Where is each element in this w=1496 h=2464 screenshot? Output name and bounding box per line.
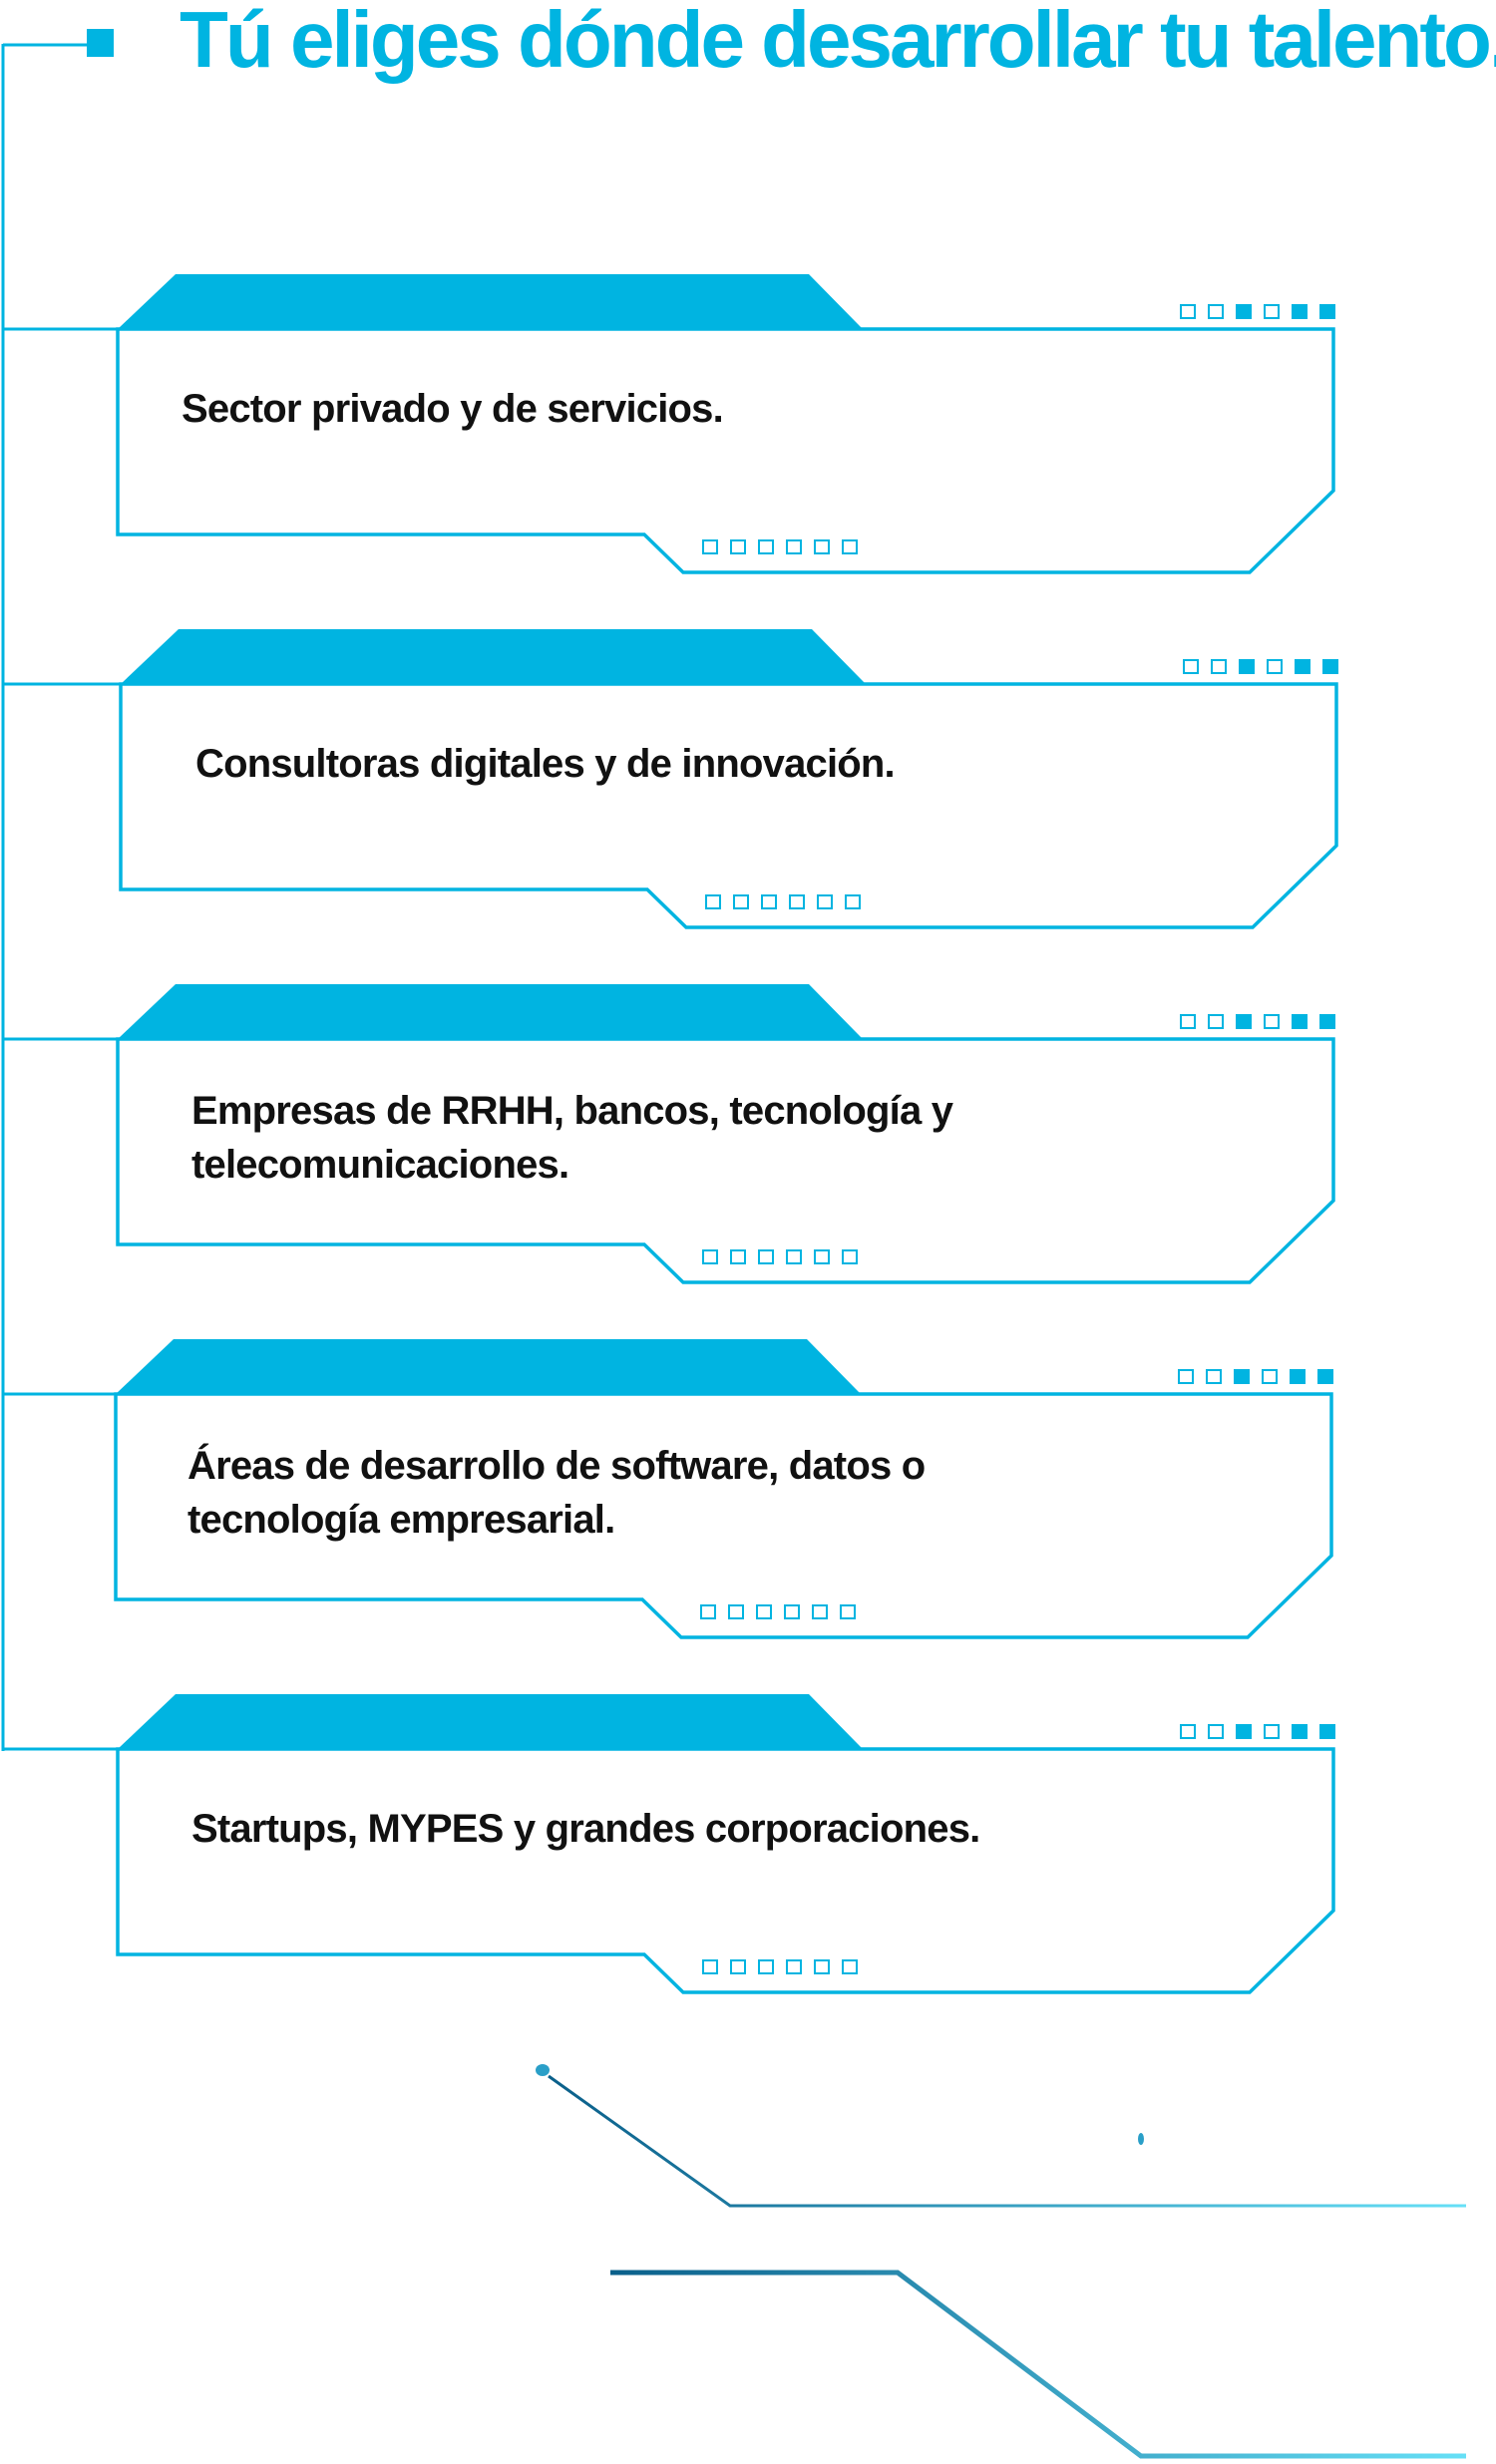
card-frame [3, 1694, 1335, 1994]
indicator-square [1239, 659, 1255, 674]
card-outline [116, 327, 1335, 574]
title-marker-square [87, 29, 114, 57]
indicator-square [1295, 659, 1310, 674]
indicator-square [812, 1604, 828, 1619]
indicator-square [1234, 1369, 1250, 1384]
indicator-square [842, 1249, 858, 1264]
indicator-square [1178, 1369, 1194, 1384]
indicator-square [730, 1249, 746, 1264]
indicator-square [1208, 304, 1224, 319]
indicator-square [1292, 1724, 1308, 1739]
card-outline [116, 1747, 1335, 1994]
indicator-square [756, 1604, 772, 1619]
indicator-square [1208, 1724, 1224, 1739]
circuit-node-icon [536, 2064, 550, 2076]
indicator-square [814, 539, 830, 554]
indicator-square [1319, 1724, 1335, 1739]
indicator-square [733, 894, 749, 909]
indicator-square [1211, 659, 1227, 674]
indicator-square [817, 894, 833, 909]
indicator-square [1206, 1369, 1222, 1384]
card-outline [116, 1037, 1335, 1284]
indicator-square [1183, 659, 1199, 674]
indicator-square [1264, 304, 1280, 319]
card-frame [3, 629, 1338, 929]
indicator-square [1236, 1014, 1252, 1029]
indicator-square [786, 539, 802, 554]
indicator-square [1180, 1014, 1196, 1029]
card-tab [116, 1339, 861, 1394]
card-text: Consultoras digitales y de innovación. [195, 742, 896, 786]
indicator-square [1292, 304, 1308, 319]
indicator-square [702, 1249, 718, 1264]
card-text: Áreas de desarrollo de software, datos o… [187, 1444, 926, 1542]
indicator-square [1267, 659, 1283, 674]
indicator-square [1322, 659, 1338, 674]
indicator-square [786, 1249, 802, 1264]
card-frame [3, 274, 1335, 574]
indicator-square [758, 1959, 774, 1974]
indicator-square [1208, 1014, 1224, 1029]
indicator-square [702, 539, 718, 554]
indicator-square [728, 1604, 744, 1619]
indicator-square [1264, 1014, 1280, 1029]
circuit-node-icon [1138, 2133, 1144, 2145]
card-outline [119, 682, 1338, 929]
indicator-square [761, 894, 777, 909]
circuit-lines [536, 2064, 1466, 2459]
page-title: Tú eliges dónde desarrollar tu talento. [180, 0, 1496, 84]
indicator-square [1319, 1014, 1335, 1029]
indicator-square [1236, 1724, 1252, 1739]
card-frame [3, 984, 1335, 1284]
indicator-square [784, 1604, 800, 1619]
card-tab [118, 1694, 863, 1749]
indicator-square [814, 1249, 830, 1264]
indicator-square [1262, 1369, 1278, 1384]
indicator-square [1236, 304, 1252, 319]
indicator-square [1290, 1369, 1306, 1384]
indicator-square [814, 1959, 830, 1974]
card-tab [118, 274, 863, 329]
card-outline [114, 1392, 1333, 1639]
indicator-square [705, 894, 721, 909]
indicator-square [789, 894, 805, 909]
indicator-square [702, 1959, 718, 1974]
indicator-square [1317, 1369, 1333, 1384]
indicator-square [1180, 1724, 1196, 1739]
indicator-square [842, 1959, 858, 1974]
indicator-square [845, 894, 861, 909]
card-text: Startups, MYPES y grandes corporaciones. [191, 1807, 980, 1851]
card-tab [121, 629, 866, 684]
indicator-square [730, 1959, 746, 1974]
card-text: Empresas de RRHH, bancos, tecnología y t… [191, 1089, 953, 1187]
indicator-square [842, 539, 858, 554]
indicator-square [1180, 304, 1196, 319]
indicator-square [758, 539, 774, 554]
indicator-square [700, 1604, 716, 1619]
indicator-square [786, 1959, 802, 1974]
indicator-square [1319, 304, 1335, 319]
card-frame [3, 1339, 1333, 1639]
indicator-square [1292, 1014, 1308, 1029]
timeline-connector [1, 29, 114, 1751]
indicator-square [730, 539, 746, 554]
card-tab [118, 984, 863, 1039]
indicator-square [758, 1249, 774, 1264]
indicator-square [1264, 1724, 1280, 1739]
indicator-square [840, 1604, 856, 1619]
card-text: Sector privado y de servicios. [182, 387, 724, 431]
